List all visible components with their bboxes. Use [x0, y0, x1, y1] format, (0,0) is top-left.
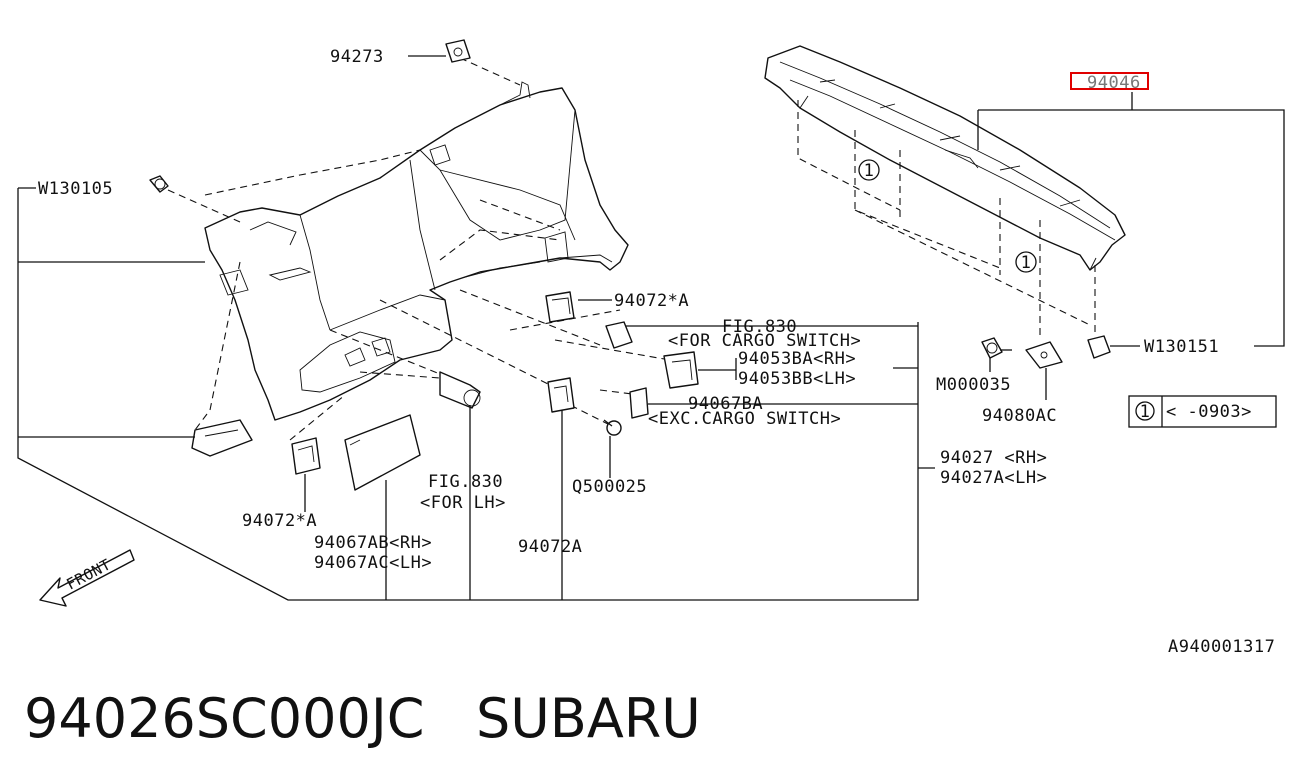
selected-part-highlight: [1070, 72, 1149, 90]
label-for-cargo-switch: <FOR CARGO SWITCH>: [668, 331, 861, 351]
screw-m000035: [981, 337, 1012, 372]
note-range: < -0903>: [1166, 402, 1252, 422]
label-94053BA: 94053BA<RH>: [738, 349, 856, 369]
screw-q500025: [603, 419, 622, 436]
assembly-guide-lines-left: [167, 57, 671, 441]
switch-94053: [605, 321, 699, 389]
callout-1a: 1: [864, 161, 875, 181]
label-94072sA-top: 94072*A: [614, 291, 689, 311]
footer-title: 94026SC000JC SUBARU: [24, 684, 701, 754]
lid-94067AB: [344, 414, 421, 491]
label-fig830-cargo: FIG.830: [722, 317, 797, 337]
diagram-id: A940001317: [1168, 637, 1275, 657]
label-m000035: M000035: [936, 375, 1011, 395]
screw-w130105: [149, 175, 169, 193]
label-w130151: W130151: [1144, 337, 1219, 357]
label-w130105: W130105: [38, 179, 113, 199]
assembly-guide-lines-right: [797, 100, 1096, 340]
cover-94072sA-top: [545, 291, 575, 323]
label-for-lh: <FOR LH>: [420, 493, 506, 513]
part-labels: 94273 W130105 94072*A FIG.830 <FOR CARGO…: [38, 47, 1275, 657]
leader-lines-right: [977, 92, 1285, 347]
callout-1b: 1: [1021, 253, 1032, 273]
label-94067BA: 94067BA: [688, 394, 763, 414]
brand-name: SUBARU: [475, 687, 701, 750]
label-q500025: Q500025: [572, 477, 647, 497]
clip-94273: [445, 39, 471, 63]
lid-94067BA: [629, 387, 649, 419]
label-94273: 94273: [330, 47, 384, 67]
part-number: 94026SC000JC: [24, 687, 425, 750]
quarter-trim-panel: [204, 81, 629, 421]
front-label: FRONT: [63, 555, 114, 593]
cover-94072A: [547, 377, 575, 413]
cover-94072sA-bottom: [291, 437, 321, 475]
label-94072sA-bottom: 94072*A: [242, 511, 317, 531]
callouts-circle-1: 1 1: [858, 159, 1037, 273]
label-fig830-lh: FIG.830: [428, 472, 503, 492]
label-94080AC: 94080AC: [982, 406, 1057, 426]
label-94053BB: 94053BB<LH>: [738, 369, 856, 389]
label-94072A: 94072A: [518, 537, 582, 557]
plate-left: [191, 419, 253, 457]
front-arrow: FRONT: [39, 549, 135, 607]
note-box: 1 < -0903>: [1128, 395, 1277, 428]
label-94027A: 94027A<LH>: [940, 468, 1047, 488]
clip-w130151: [1087, 335, 1140, 359]
rear-skirt-trim: [764, 45, 1126, 271]
fastener-fig830-lh: [439, 371, 481, 409]
label-94067AC: 94067AC<LH>: [314, 553, 432, 573]
label-94067AB: 94067AB<RH>: [314, 533, 432, 553]
label-94046: 94046: [1087, 73, 1141, 93]
label-94027: 94027 <RH>: [940, 448, 1047, 468]
bracket-94080AC: [1025, 341, 1063, 400]
leader-lines-left: [17, 55, 935, 601]
label-exc-cargo-switch: <EXC.CARGO SWITCH>: [648, 409, 841, 429]
note-number: 1: [1140, 402, 1151, 422]
